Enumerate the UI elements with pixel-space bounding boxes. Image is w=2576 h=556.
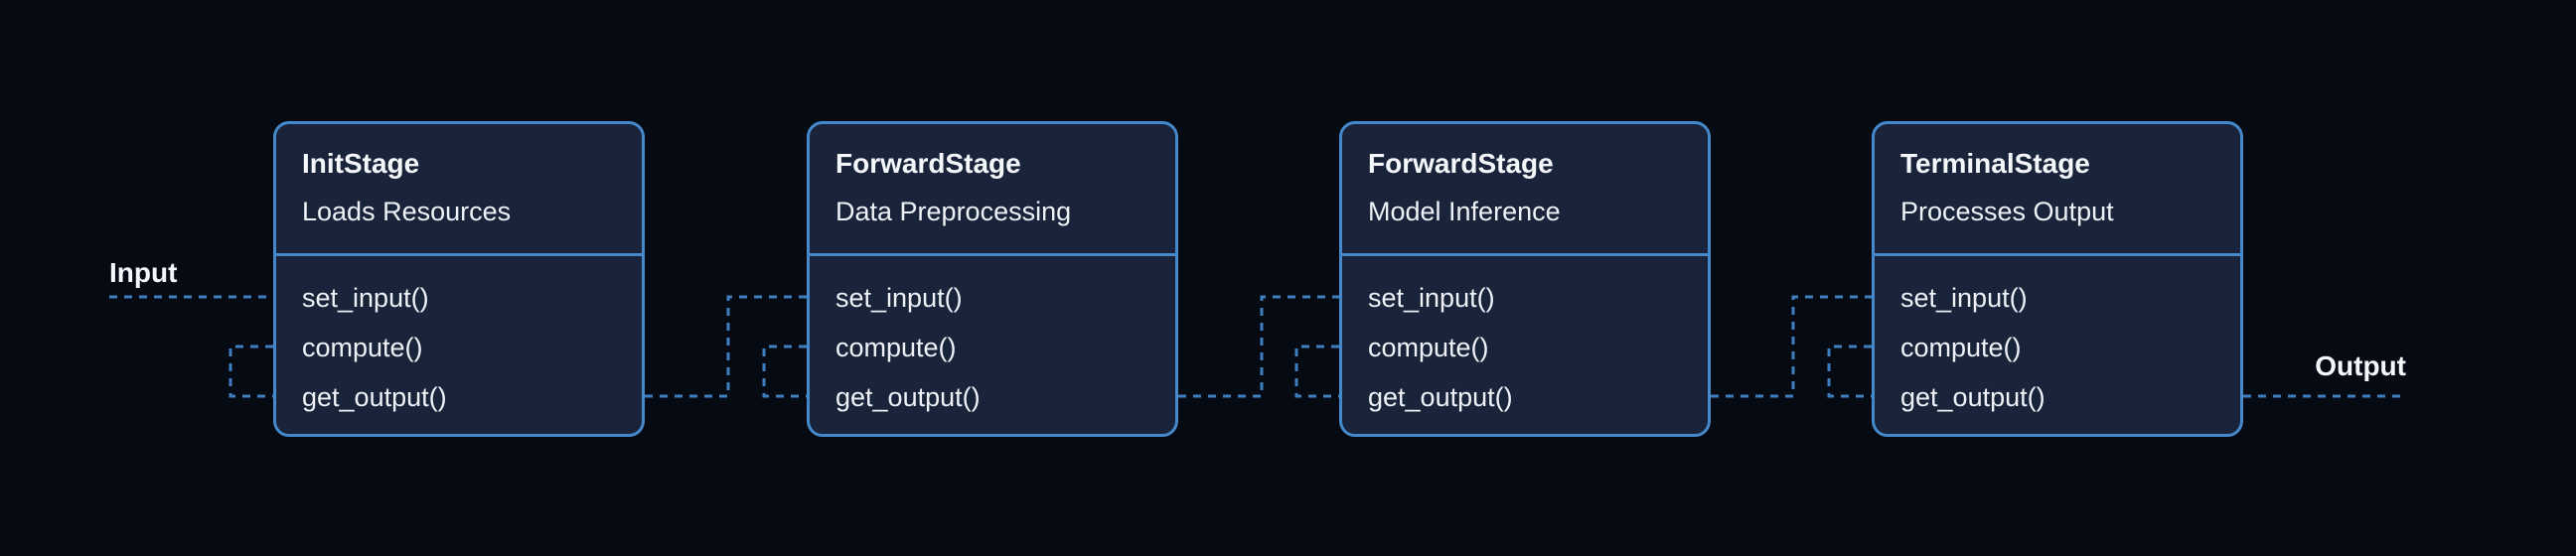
stage-header: ForwardStage Data Preprocessing [810,124,1175,256]
stage-subtitle: Model Inference [1368,197,1561,226]
stage1-to-stage2-connector [645,295,807,398]
method-set-input: set_input() [302,283,429,313]
method-compute: compute() [835,333,957,362]
stage-methods: set_input() compute() get_output() [276,256,642,422]
stage-title: ForwardStage [835,148,1021,179]
method-get-output: get_output() [1368,382,1513,412]
stage1-loop-connector [228,345,273,398]
stage-methods: set_input() compute() get_output() [810,256,1175,422]
stage-header: ForwardStage Model Inference [1342,124,1708,256]
input-label: Input [109,257,178,288]
stage-subtitle: Processes Output [1900,197,2114,226]
stage-subtitle: Data Preprocessing [835,197,1072,226]
stage-box-init: InitStage Loads Resources set_input() co… [273,121,645,437]
stage-methods: set_input() compute() get_output() [1875,256,2240,422]
stage-methods: set_input() compute() get_output() [1342,256,1708,422]
method-set-input: set_input() [1368,283,1495,313]
stage-header: InitStage Loads Resources [276,124,642,256]
stage2-to-stage3-connector [1178,295,1339,398]
stage3-to-stage4-connector [1711,295,1872,398]
stage-subtitle: Loads Resources [302,197,512,226]
stage-header: TerminalStage Processes Output [1875,124,2240,256]
method-compute: compute() [302,333,423,362]
output-label: Output [2315,350,2406,381]
stage-box-forward-2: ForwardStage Model Inference set_input()… [1339,121,1711,437]
stage3-loop-connector [1294,345,1339,398]
stage4-loop-connector [1827,345,1872,398]
method-get-output: get_output() [1900,382,2046,412]
method-compute: compute() [1900,333,2022,362]
stage-title: InitStage [302,148,420,179]
method-compute: compute() [1368,333,1489,362]
stage-title: TerminalStage [1900,148,2090,179]
method-get-output: get_output() [302,382,447,412]
method-set-input: set_input() [1900,283,2028,313]
stage-box-terminal: TerminalStage Processes Output set_input… [1872,121,2243,437]
method-get-output: get_output() [835,382,981,412]
stage2-loop-connector [762,345,807,398]
method-set-input: set_input() [835,283,963,313]
stage-box-forward-1: ForwardStage Data Preprocessing set_inpu… [807,121,1178,437]
stage-title: ForwardStage [1368,148,1554,179]
